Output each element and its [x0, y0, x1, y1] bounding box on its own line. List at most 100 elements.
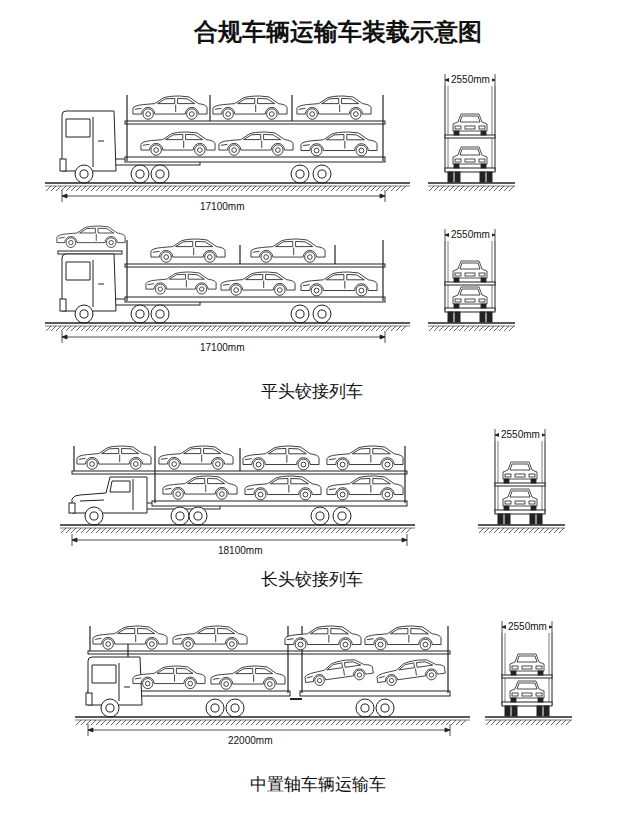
rear-post [498, 441, 499, 513]
hub [186, 642, 191, 647]
ground-hatch [251, 326, 256, 331]
tyre [481, 164, 486, 168]
hub [269, 112, 274, 117]
ground-hatch [176, 186, 181, 191]
ground-hatch [371, 186, 376, 191]
rear-tyre [537, 514, 542, 524]
wheel [87, 459, 97, 469]
tyre [531, 479, 536, 483]
ground-hatch [366, 186, 371, 191]
ground-hatch [501, 720, 506, 725]
flat-cab [60, 254, 116, 323]
ground-hatch [101, 720, 106, 725]
wheel [382, 459, 393, 470]
wheel [206, 699, 224, 717]
car-line [79, 455, 120, 463]
car-line [367, 635, 409, 643]
bumper [60, 159, 66, 171]
ground-hatch [281, 720, 286, 725]
car-line [329, 455, 371, 463]
car-front-body [453, 287, 487, 304]
ground-hatch [176, 720, 181, 725]
hub [109, 240, 113, 244]
ground-hatch [196, 326, 201, 331]
flat-cab [60, 111, 116, 183]
car [77, 446, 151, 469]
dim-line [62, 337, 385, 338]
ground-hatch [126, 326, 131, 331]
car [327, 476, 403, 500]
ground-hatch [276, 186, 281, 191]
ground-hatch [526, 720, 531, 725]
car-line [303, 281, 345, 289]
car-window [196, 241, 213, 246]
tyre [538, 698, 543, 702]
rear-view [502, 633, 552, 716]
axle-group [171, 507, 351, 525]
hub [136, 310, 144, 318]
ground-hatch [171, 720, 176, 725]
car-window [291, 478, 309, 483]
ground-hatch [361, 528, 366, 533]
hub [378, 642, 383, 647]
ground-hatch [561, 720, 566, 725]
car-windshield [510, 464, 530, 470]
cab-window [92, 665, 116, 683]
ground-hatch [491, 720, 496, 725]
ground-hatch [156, 186, 161, 191]
hub [219, 492, 224, 497]
rear-deck [502, 702, 552, 706]
ground-hatch [116, 326, 121, 331]
car-line [215, 105, 256, 113]
car-window [326, 663, 342, 670]
headlight [505, 474, 511, 477]
hub [361, 704, 369, 712]
wheel [255, 489, 266, 500]
ground-hatch [276, 720, 281, 725]
car-window [344, 660, 360, 667]
ground-line [45, 322, 410, 324]
ground-hatch [326, 326, 331, 331]
car-line [143, 141, 184, 149]
headlight [455, 299, 461, 302]
ground-hatch [396, 528, 401, 533]
ground-hatch [126, 720, 131, 725]
wheel [223, 109, 233, 119]
ground-hatch [431, 720, 436, 725]
ground-hatch [534, 528, 539, 533]
ground-hatch [449, 326, 454, 331]
ground-hatch [121, 720, 126, 725]
rear-deck [445, 168, 495, 172]
ground-hatch [316, 326, 321, 331]
ground-hatch [256, 186, 261, 191]
ground-hatch [326, 186, 331, 191]
ground-hatch [331, 528, 336, 533]
upper-deck [125, 121, 385, 124]
headlight [455, 126, 461, 129]
ground-hatch [266, 528, 271, 533]
car-front-body [453, 261, 487, 278]
ground-hatch [266, 186, 271, 191]
ground-hatch [66, 528, 71, 533]
ground-hatch [101, 186, 106, 191]
ground-hatch [81, 720, 86, 725]
ground-hatch [366, 720, 371, 725]
car-window [416, 660, 432, 667]
car-window [169, 274, 185, 279]
ground-hatch [536, 720, 541, 725]
car-line [253, 248, 294, 256]
hub [136, 170, 144, 178]
car-window [238, 98, 255, 103]
ground-hatch [546, 720, 551, 725]
ground-hatch [326, 720, 331, 725]
ground-hatch [401, 720, 406, 725]
deck-post [404, 446, 405, 503]
car-window [186, 134, 203, 139]
ground-hatch [251, 720, 256, 725]
ground-hatch [346, 720, 351, 725]
ground-hatch [206, 720, 211, 725]
dimension-label: 18100mm [216, 545, 264, 557]
cab-line [80, 479, 133, 510]
tyre [504, 479, 509, 483]
tyre [454, 304, 459, 308]
